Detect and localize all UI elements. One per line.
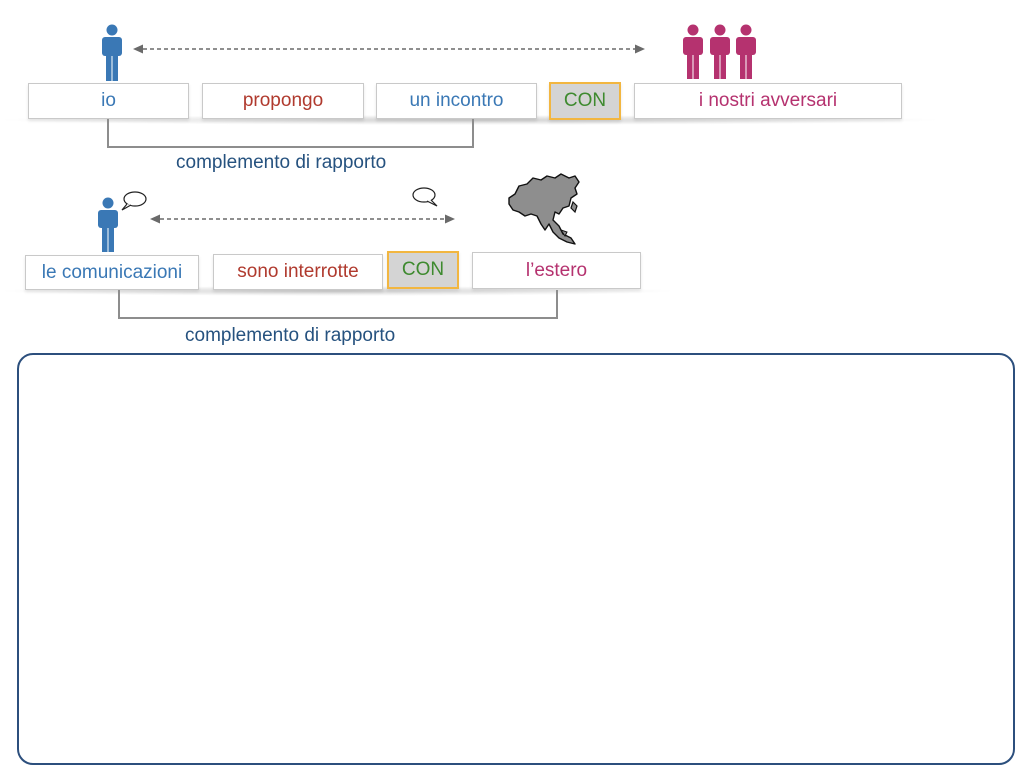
word-con: CON [563, 90, 607, 111]
word-box-term: l’estero [472, 252, 641, 289]
word-object: un incontro [409, 90, 504, 111]
bracket-row2 [118, 290, 558, 319]
shelf-shadow [5, 115, 935, 125]
shelf-shadow [5, 286, 670, 296]
word-subject: le comunicazioni [41, 261, 183, 283]
word-box-subject: io [28, 83, 189, 119]
dashed-double-arrow-icon [150, 214, 455, 224]
word-verb: propongo [242, 90, 324, 111]
word-term: l’estero [525, 259, 588, 281]
dashed-double-arrow-icon [133, 44, 645, 54]
caption-row2: complemento di rapporto [185, 325, 396, 346]
person-icon [102, 24, 122, 81]
word-box-object: un incontro [376, 83, 537, 119]
content-panel [17, 353, 1015, 765]
group-icon [683, 24, 756, 79]
word-box-con: CON [387, 251, 459, 289]
word-box-subject: le comunicazioni [25, 255, 199, 290]
word-box-verb: propongo [202, 83, 364, 119]
word-verb: sono interrotte [237, 261, 359, 282]
speech-bubble-icon [412, 187, 438, 207]
word-subject: io [101, 90, 116, 111]
person-icon [98, 197, 118, 252]
caption-row1: complemento di rapporto [176, 152, 387, 173]
word-box-term: i nostri avversari [634, 83, 902, 119]
word-con: CON [401, 259, 445, 280]
bracket-row1 [107, 119, 474, 148]
word-box-verb: sono interrotte [213, 254, 383, 290]
word-box-con: CON [549, 82, 621, 120]
speech-bubble-icon [121, 191, 147, 211]
word-term: i nostri avversari [698, 90, 838, 111]
asia-map-icon [508, 173, 580, 245]
